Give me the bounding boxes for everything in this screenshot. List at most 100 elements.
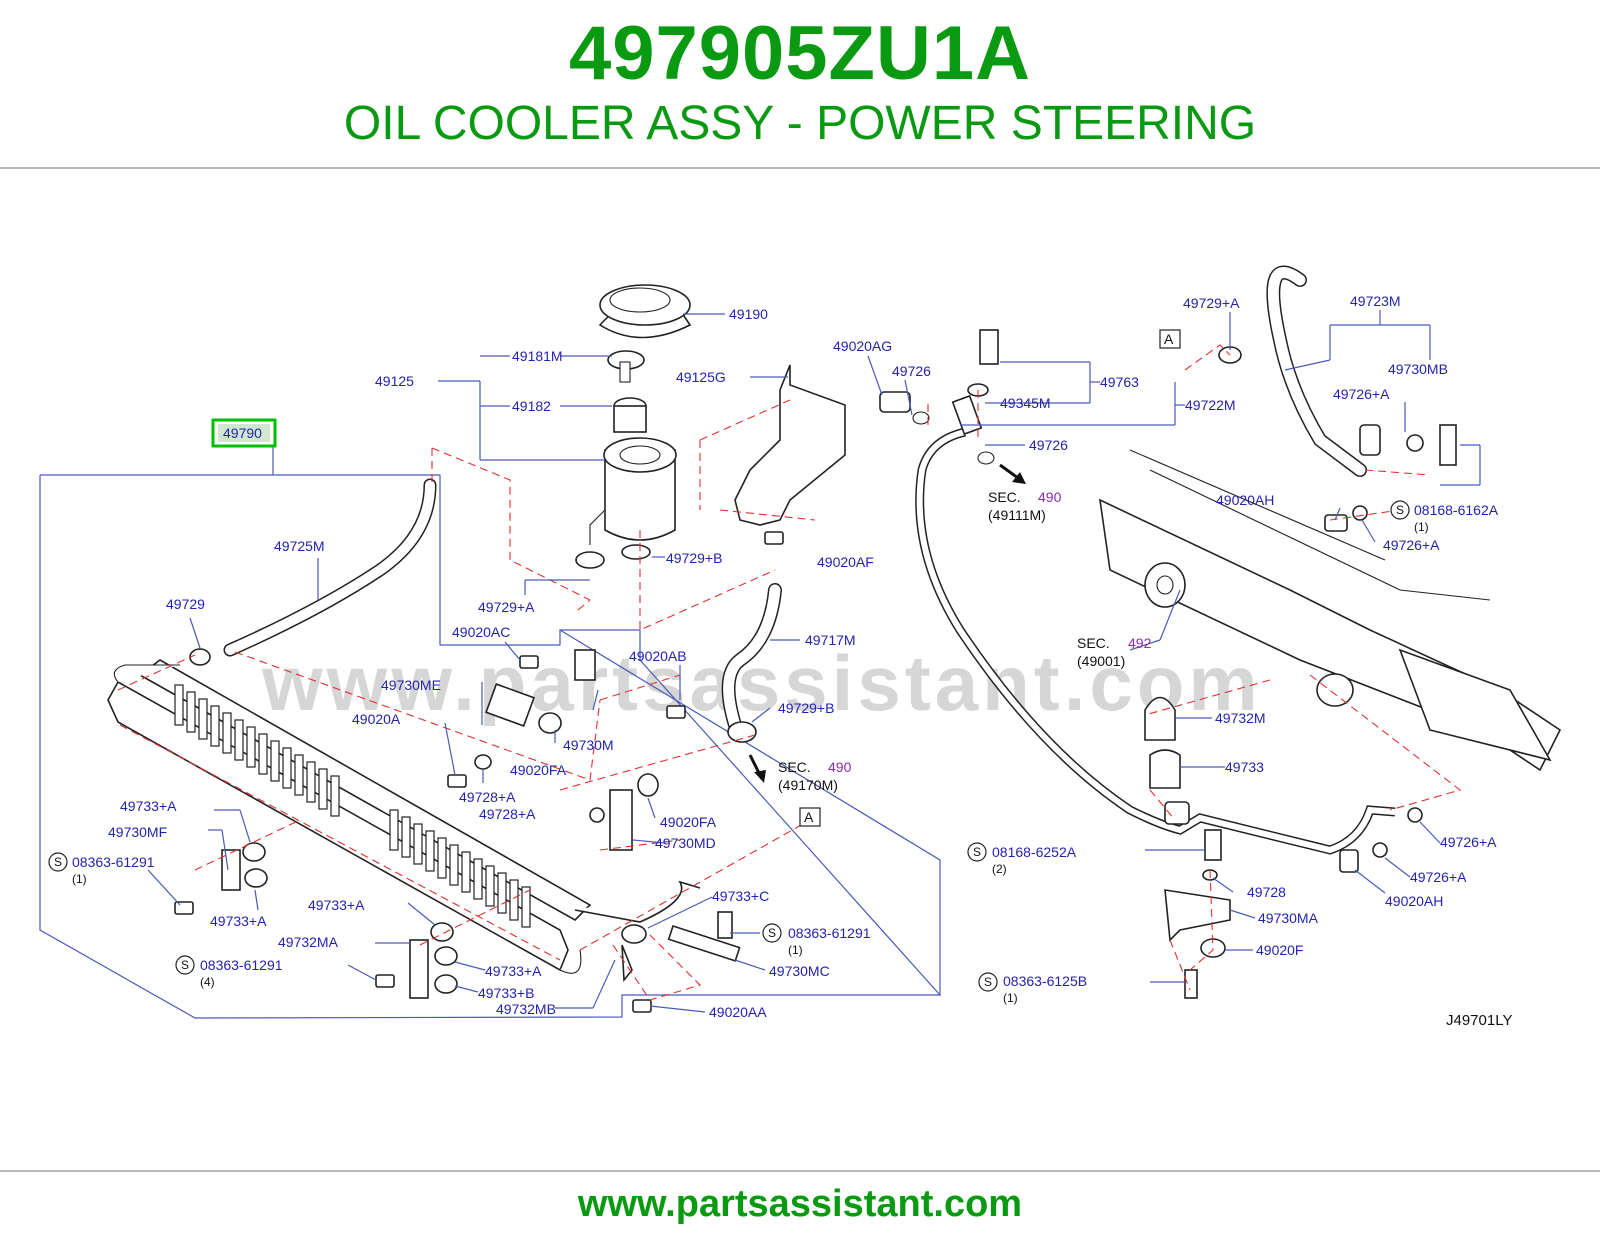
qty-08363-61291-c: (1) [788,943,803,957]
label-49726-mid[interactable]: 49726 [1029,437,1068,453]
label-49730mf[interactable]: 49730MF [108,824,167,840]
label-08363-61291-b[interactable]: 08363-61291 [200,957,283,973]
label-49722m[interactable]: 49722M [1185,397,1236,413]
label-49020aa[interactable]: 49020AA [709,1004,767,1020]
label-49730m[interactable]: 49730M [563,737,614,753]
label-49723m[interactable]: 49723M [1350,293,1401,309]
label-49730md[interactable]: 49730MD [655,835,716,851]
s-marker-6: S [984,975,992,989]
label-49733a-3[interactable]: 49733+A [308,897,365,913]
sec-490-b-number[interactable]: 490 [828,759,852,775]
section-marker-box-bottom [799,807,821,827]
sec-492-label: SEC. [1077,635,1110,651]
label-49020ah-top[interactable]: 49020AH [1216,492,1274,508]
label-49190[interactable]: 49190 [729,306,768,322]
sec-492-number[interactable]: 492 [1128,635,1152,651]
watermark-text: www.partsassistant.com [261,639,1262,727]
label-49726a-r3[interactable]: 49726+A [1440,834,1497,850]
s-marker-5: S [973,845,981,859]
label-49733a-2[interactable]: 49733+A [210,913,267,929]
label-49763[interactable]: 49763 [1100,374,1139,390]
label-49729a-top[interactable]: 49729+A [1183,295,1240,311]
label-08363-61291-c[interactable]: 08363-61291 [788,925,871,941]
label-49729[interactable]: 49729 [166,596,205,612]
label-49730ma[interactable]: 49730MA [1258,910,1319,926]
label-49732mb[interactable]: 49732MB [496,1001,556,1017]
label-49733a-4[interactable]: 49733+A [485,963,542,979]
section-arrows [748,463,1026,783]
label-49726a-r2[interactable]: 49726+A [1383,537,1440,553]
part-name-subtitle: OIL COOLER ASSY - POWER STEERING [343,97,1257,150]
label-49020f[interactable]: 49020F [1256,942,1303,958]
label-08363-61291-a[interactable]: 08363-61291 [72,854,155,870]
label-49729b-mid[interactable]: 49729+B [778,700,834,716]
label-49020fa-a[interactable]: 49020FA [510,762,567,778]
steering-rack-drawing [1098,265,1562,999]
qty-08363-61291-b: (4) [200,975,215,989]
label-49729a-mid[interactable]: 49729+A [478,599,535,615]
qty-08363-61291-a: (1) [72,872,87,886]
diagram-code: J49701LY [1446,1012,1512,1029]
label-49020af[interactable]: 49020AF [817,554,874,570]
s-markers [48,500,1410,992]
oil-cooler-drawing [107,478,701,974]
label-49345m[interactable]: 49345M [1000,395,1051,411]
label-49182[interactable]: 49182 [512,398,551,414]
label-49725m[interactable]: 49725M [274,538,325,554]
assembly-outline [39,474,942,1019]
label-49730mb[interactable]: 49730MB [1388,361,1448,377]
label-49181m[interactable]: 49181M [512,348,563,364]
qty-08168-6252a: (2) [992,862,1007,876]
header-divider [0,167,1600,169]
part-number-title: 497905ZU1A [568,11,1032,96]
label-49733[interactable]: 49733 [1225,759,1264,775]
highlight-fill-49790 [218,424,270,442]
label-49728a-2[interactable]: 49728+A [479,806,536,822]
qty-08168-6162a: (1) [1414,520,1429,534]
label-49726-top[interactable]: 49726 [892,363,931,379]
label-49020ag[interactable]: 49020AG [833,338,892,354]
label-49020ac[interactable]: 49020AC [452,624,510,640]
parts-diagram: www.partsassistant.com 49790 [0,170,1600,1170]
s-marker-4: S [768,926,776,940]
section-marker-bottom: A [804,809,814,825]
label-49020ah-bot[interactable]: 49020AH [1385,893,1443,909]
sec-492-ref: (49001) [1077,653,1125,669]
label-49732ma[interactable]: 49732MA [278,934,339,950]
footer-divider [0,1170,1600,1172]
label-08168-6252a[interactable]: 08168-6252A [992,844,1077,860]
label-49790[interactable]: 49790 [223,425,262,441]
reservoir-drawing [575,284,692,569]
sec-490-a-ref: (49111M) [988,507,1046,523]
sec-490-a-label: SEC. [988,489,1021,505]
s-marker-2: S [54,855,62,869]
label-49726a-r1[interactable]: 49726+A [1333,386,1390,402]
label-49732m[interactable]: 49732M [1215,710,1266,726]
pressure-pipe-drawing [879,329,1396,855]
label-49730mc[interactable]: 49730MC [769,963,830,979]
sec-490-b-ref: (49170M) [778,777,838,793]
label-49020fa-b[interactable]: 49020FA [660,814,717,830]
bracket-49125g-drawing [734,364,846,526]
footer-url-link[interactable]: www.partsassistant.com [577,1183,1023,1225]
label-08168-6162a[interactable]: 08168-6162A [1414,502,1499,518]
label-08363-6125b[interactable]: 08363-6125B [1003,973,1087,989]
label-49020a[interactable]: 49020A [352,711,401,727]
label-49728a[interactable]: 49728+A [459,789,516,805]
sec-490-a-number[interactable]: 490 [1038,489,1062,505]
label-49125g[interactable]: 49125G [676,369,726,385]
label-49020ab[interactable]: 49020AB [629,648,687,664]
label-49726a-r4[interactable]: 49726+A [1410,869,1467,885]
leader-lines [147,310,1481,1013]
label-49733c[interactable]: 49733+C [712,888,769,904]
label-49733a-1[interactable]: 49733+A [120,798,177,814]
label-49125[interactable]: 49125 [375,373,414,389]
label-49733b[interactable]: 49733+B [478,985,534,1001]
parts-diagram-svg: www.partsassistant.com 49790 [39,265,1562,1029]
label-49730me[interactable]: 49730ME [381,677,441,693]
label-49729b-top[interactable]: 49729+B [666,550,722,566]
s-marker-3: S [181,958,189,972]
label-49728[interactable]: 49728 [1247,884,1286,900]
fasteners-drawing [174,531,784,1013]
label-49717m[interactable]: 49717M [805,632,856,648]
